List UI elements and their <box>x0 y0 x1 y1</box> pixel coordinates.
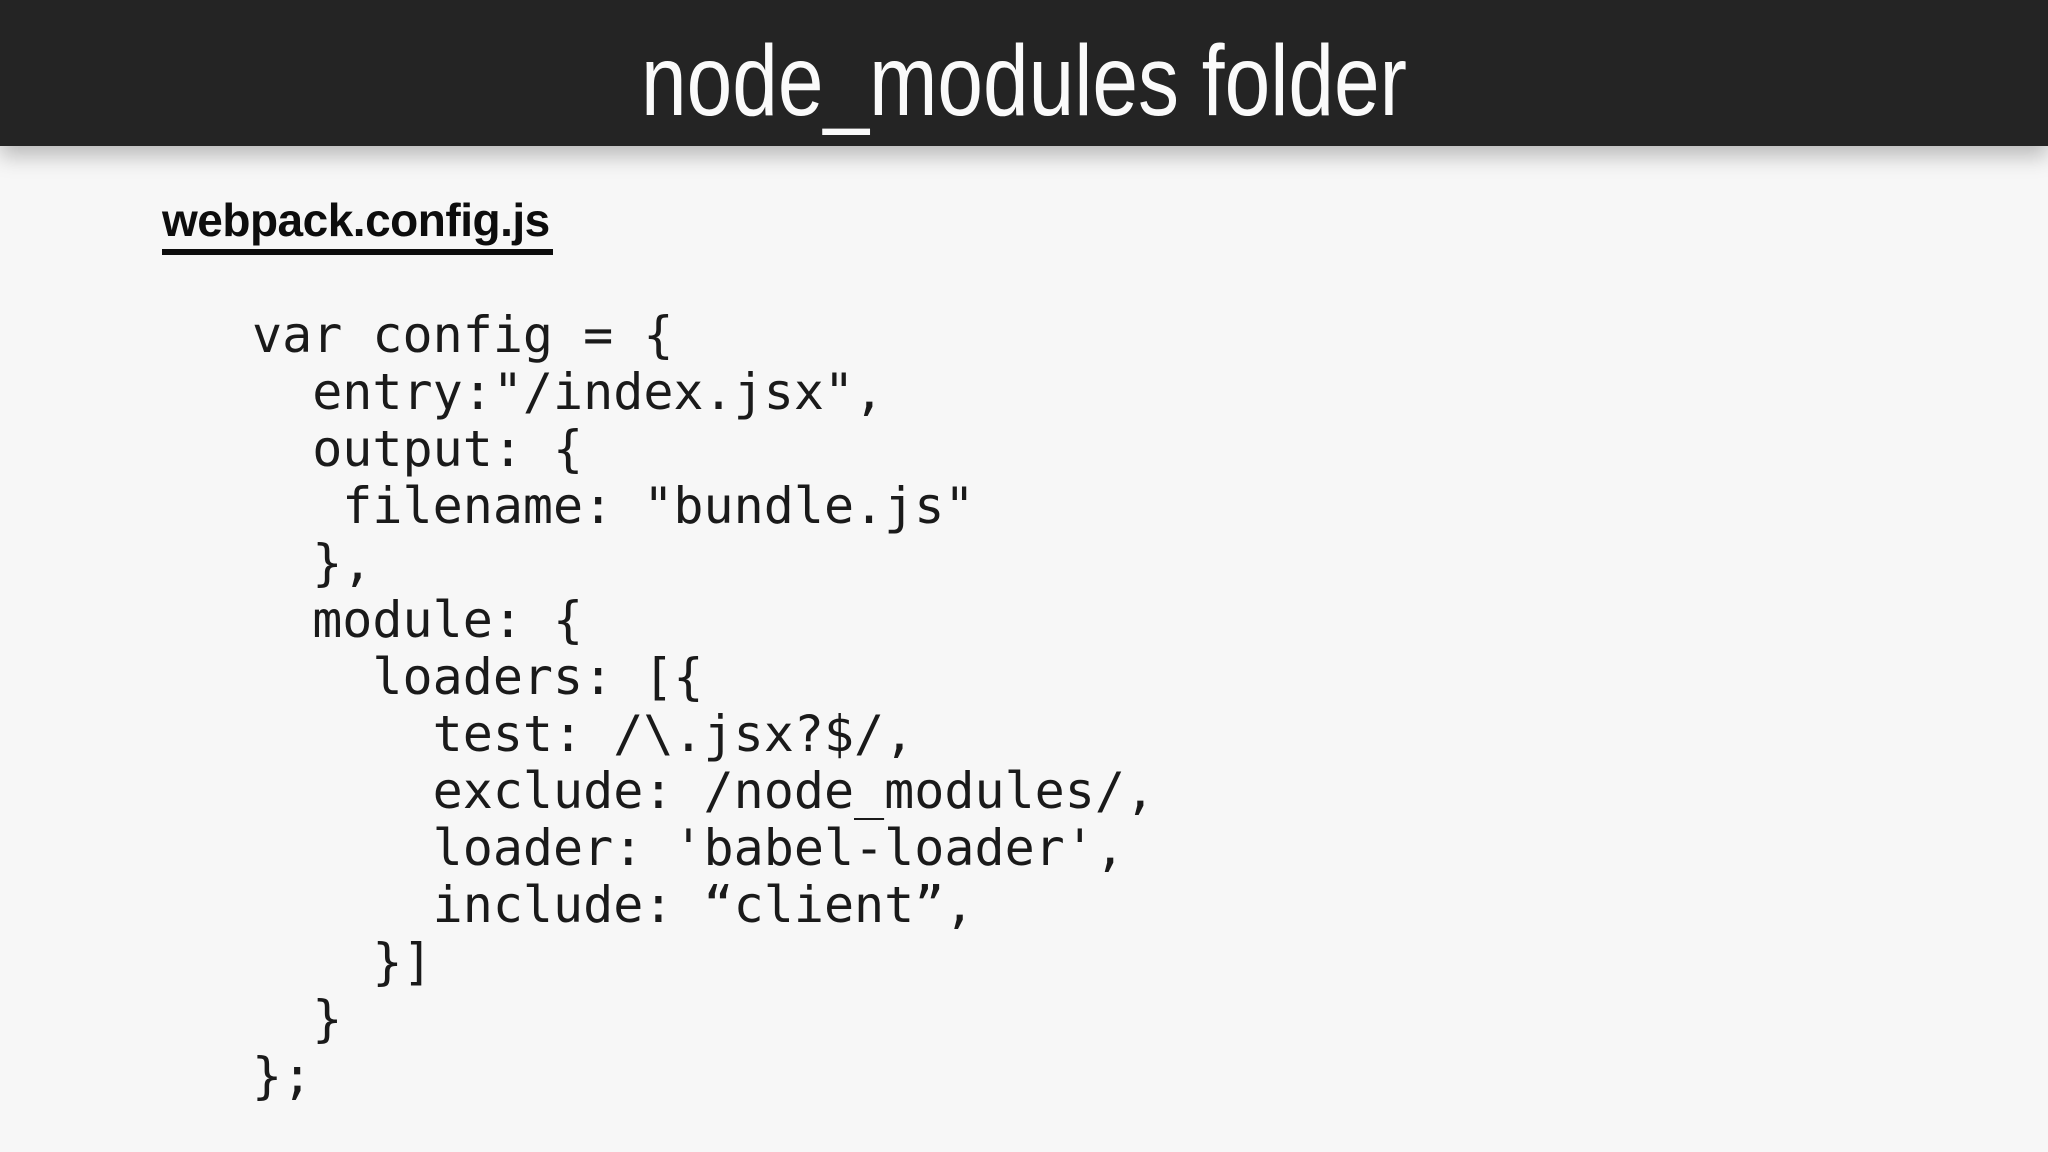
slide-header: node_modules folder <box>0 0 2048 146</box>
code-line: test: /\.jsx?$/, <box>252 704 915 763</box>
code-line: filename: "bundle.js" <box>252 476 975 535</box>
page-title: node_modules folder <box>641 25 1407 137</box>
code-line: }; <box>252 1046 313 1105</box>
code-line: }] <box>252 932 433 991</box>
code-line: output: { <box>252 419 584 478</box>
code-line: include: “client”, <box>252 875 975 934</box>
code-line: var config = { <box>252 305 674 364</box>
code-line: } <box>252 989 343 1048</box>
code-line: module: { <box>252 590 584 649</box>
code-line: loader: 'babel-loader', <box>252 818 1125 877</box>
file-heading: webpack.config.js <box>162 194 553 255</box>
code-line: exclude: /node_modules/, <box>252 761 1156 820</box>
code-block: var config = { entry:"/index.jsx", outpu… <box>252 305 2048 1105</box>
slide-body: webpack.config.js var config = { entry:"… <box>0 146 2048 1152</box>
code-line: entry:"/index.jsx", <box>252 362 885 421</box>
code-line: loaders: [{ <box>252 647 704 706</box>
code-line: }, <box>252 533 373 592</box>
